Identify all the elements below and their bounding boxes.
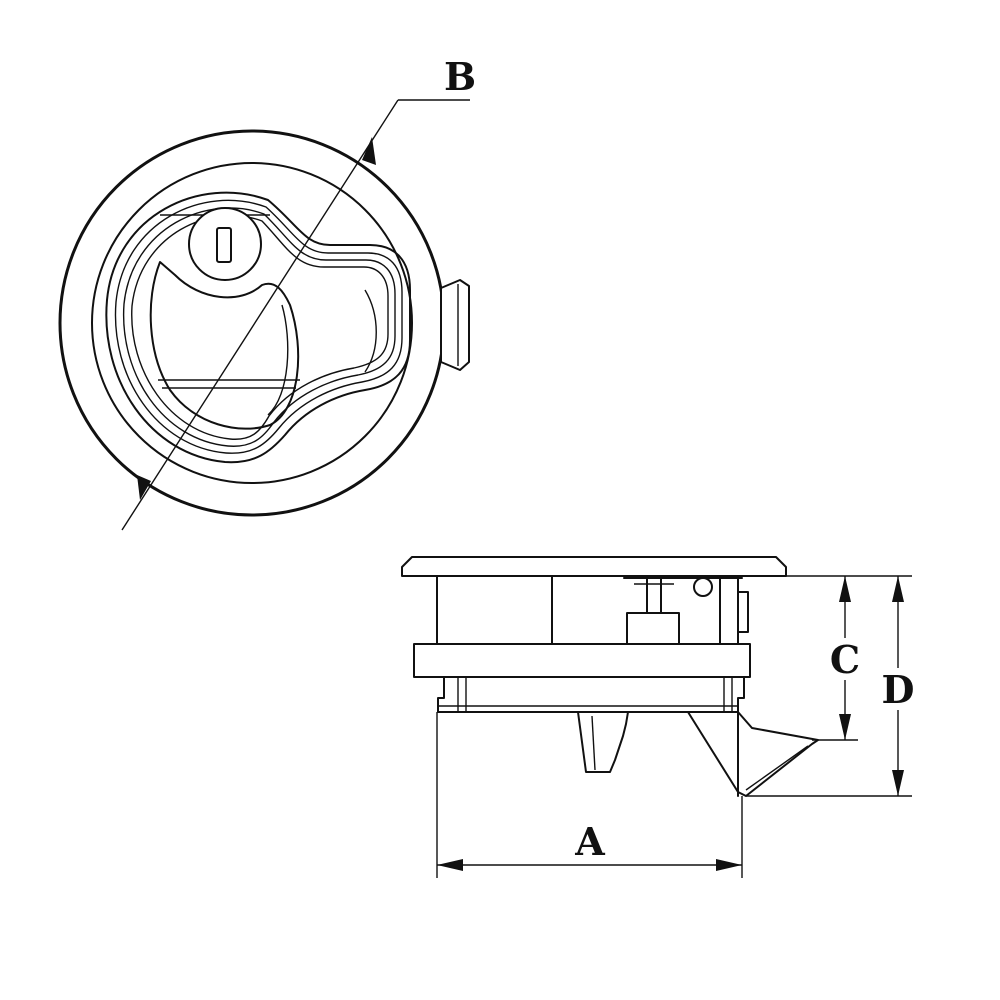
side-tab (440, 279, 470, 371)
dimension-d-arrow-bottom (892, 770, 904, 796)
cup-outline-1 (105, 191, 411, 464)
latch-tongue (687, 711, 819, 797)
pin-block (626, 612, 680, 645)
cam-tooth-line (591, 715, 596, 771)
dimension-c-arrow-bottom (839, 714, 851, 740)
dimension-b-arrow-top (362, 137, 376, 165)
cup-outline-4 (131, 214, 389, 440)
dimension-d-label: D (882, 667, 915, 712)
top-view: B (58, 54, 476, 531)
dimension-b-line (121, 99, 399, 531)
dimension-b-label: B (444, 54, 476, 99)
dimension-d-label-bg (881, 668, 915, 710)
inner-flange-circle (91, 162, 413, 484)
handle-crescent (149, 261, 300, 430)
key-slot (216, 227, 232, 263)
pin-hole (693, 577, 713, 597)
nut-band (413, 643, 751, 678)
dimension-a-arrow-right (716, 859, 742, 871)
dimension-d-arrow-top (892, 576, 904, 602)
dimension-a-label: A (574, 819, 605, 864)
right-detail (719, 577, 749, 645)
handle-crescent-inner (267, 304, 289, 416)
side-flange (401, 556, 787, 577)
cup-outline-3 (122, 207, 396, 447)
outer-flange-circle (58, 129, 446, 517)
dimension-c-arrow-top (839, 576, 851, 602)
dimension-b-arrow-bottom (137, 475, 151, 500)
cup-outline-2 (114, 199, 403, 454)
latch-tongue-line (745, 745, 809, 791)
lock-cylinder (188, 207, 262, 281)
dimension-c-label-bg (828, 638, 862, 680)
side-view: A C D (401, 556, 915, 878)
pin-stem (646, 577, 662, 614)
lobe-inner-curve (364, 289, 377, 373)
cam-tooth (577, 711, 629, 773)
lower-body (437, 676, 745, 713)
dimension-c-label: C (830, 637, 860, 682)
dimension-a-arrow-left (437, 859, 463, 871)
